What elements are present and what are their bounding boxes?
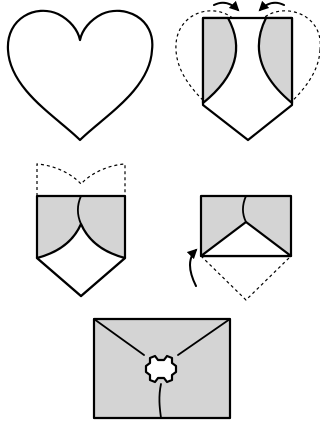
fold-left-arrow xyxy=(214,3,238,10)
point-guide xyxy=(201,256,291,300)
fold-guide xyxy=(37,164,125,196)
step-3-top-folded xyxy=(37,164,125,296)
heart-shape xyxy=(8,11,152,140)
step-5-finished-envelope xyxy=(94,319,230,418)
step-2-sides-folded xyxy=(176,3,320,140)
wax-seal-icon xyxy=(146,356,176,382)
step-1-heart xyxy=(8,11,152,140)
step-4-point-folded xyxy=(190,196,291,300)
fold-up-arrow xyxy=(190,250,196,286)
fold-right-arrow xyxy=(260,3,284,10)
